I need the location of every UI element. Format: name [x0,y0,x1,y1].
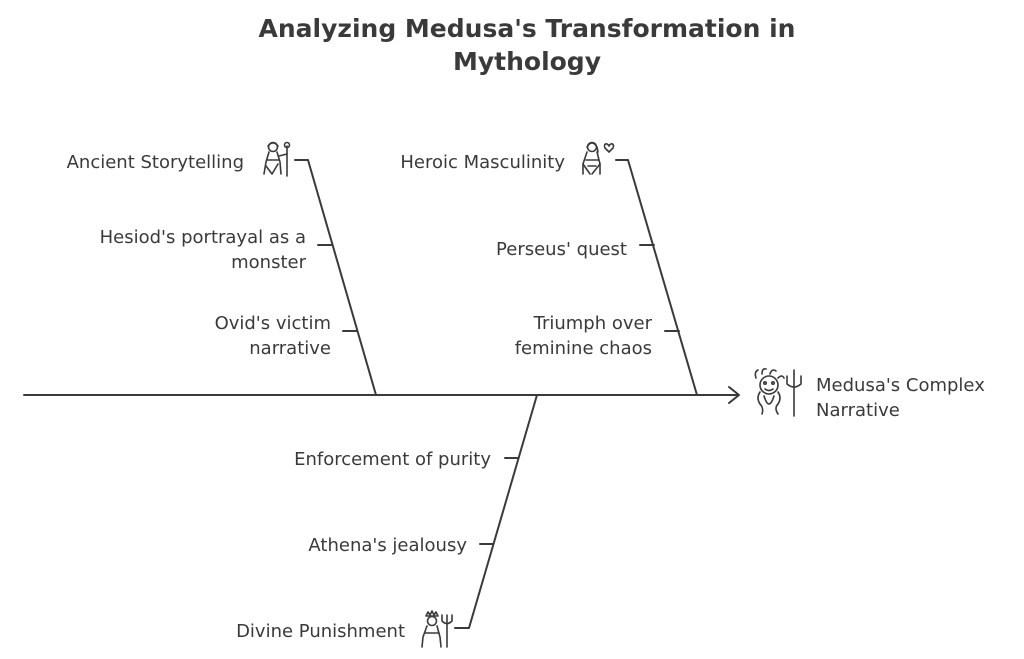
bone-divine-punishment [454,394,538,629]
cause-triumph: Triumph over feminine chaos [514,313,652,359]
storyteller-icon [263,141,291,177]
bone-heroic-masculinity [615,159,698,396]
hero-icon [582,141,615,175]
cause-perseus: Perseus' quest [496,239,627,260]
category-divine-punishment: Divine Punishment [236,621,405,642]
cause-hesiod: Hesiod's portrayal as a monster [99,227,306,273]
divine-icon [421,610,453,648]
effect-label: Medusa's Complex Narrative [816,375,985,421]
cause-athena: Athena's jealousy [308,535,467,556]
medusa-icon [754,368,802,417]
spine-arrowhead [728,386,740,404]
diagram-title: Analyzing Medusa's Transformation in Myt… [258,14,796,76]
category-heroic-masculinity: Heroic Masculinity [400,152,565,173]
cause-purity: Enforcement of purity [294,449,491,470]
bone-ancient-storytelling [294,159,377,396]
cause-ovid: Ovid's victim narrative [214,313,331,359]
category-ancient-storytelling: Ancient Storytelling [66,152,244,173]
